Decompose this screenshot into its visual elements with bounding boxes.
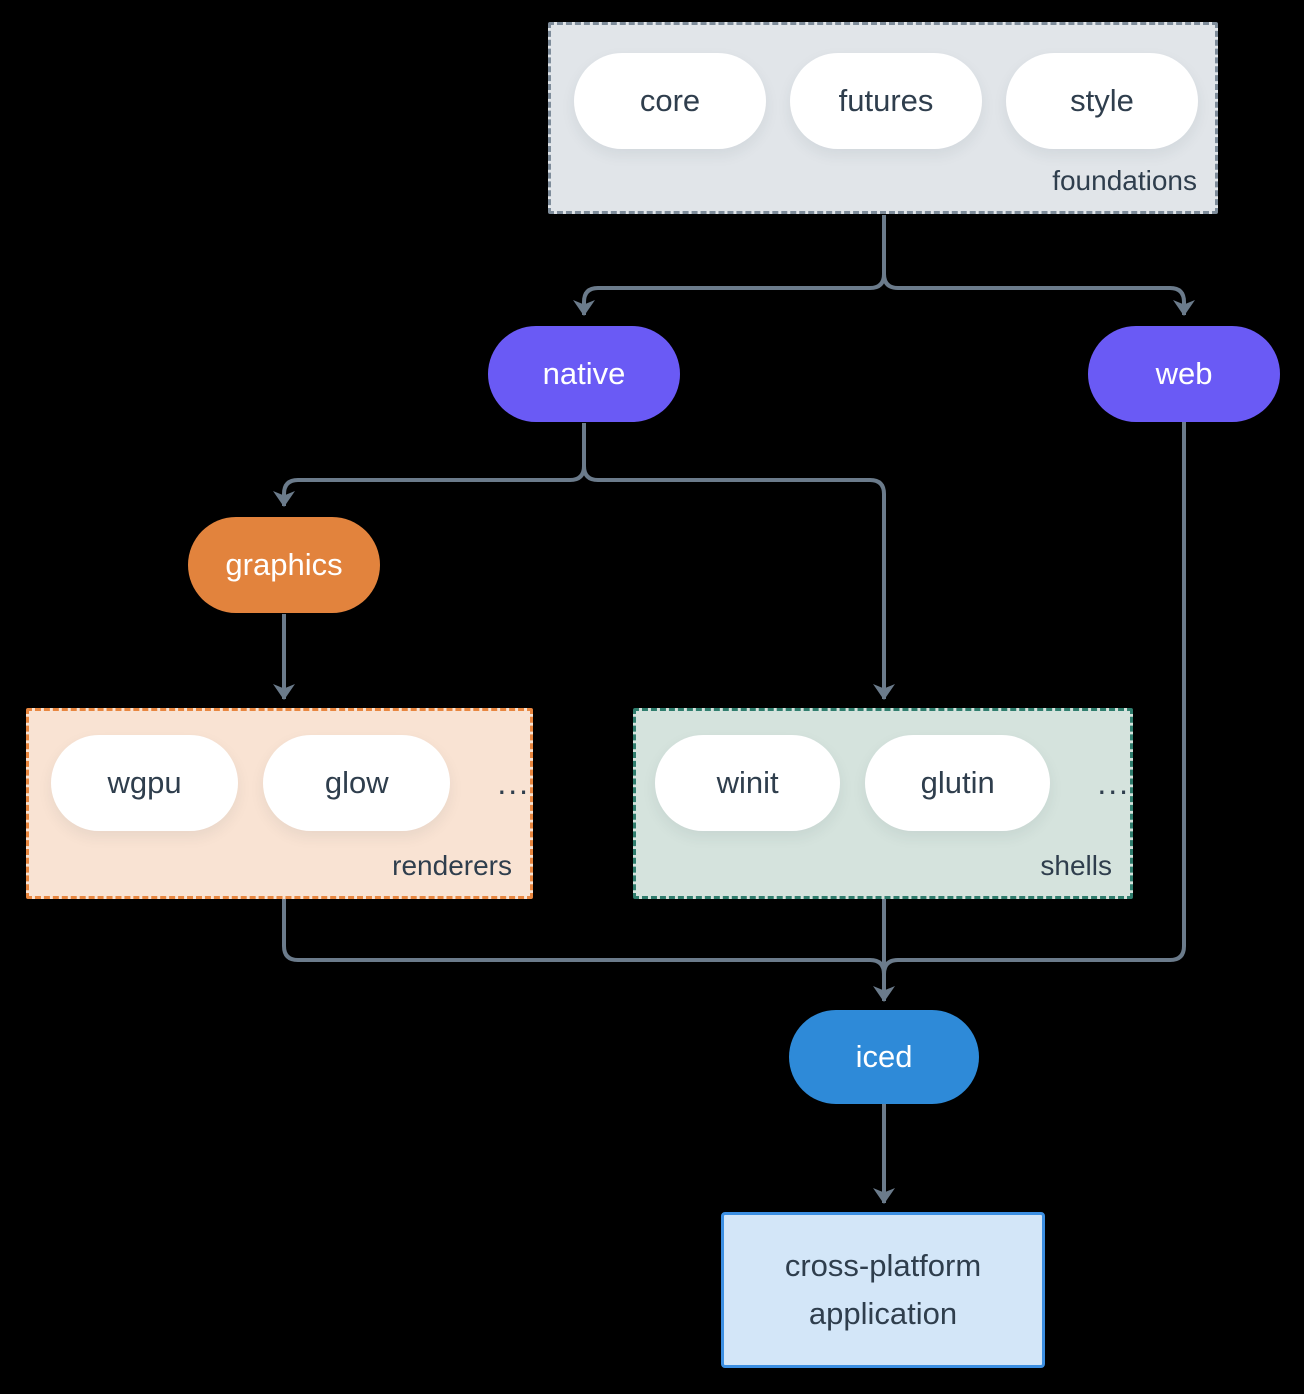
shells-group-box: winit glutin ... shells (633, 708, 1133, 899)
pill-wgpu: wgpu (51, 735, 239, 831)
arrow-foundations-to-web (882, 215, 1195, 316)
node-graphics: graphics (188, 517, 380, 613)
renderers-pill-row: wgpu glow ... (29, 711, 530, 831)
shells-label: shells (1040, 850, 1112, 881)
arrow-native-to-graphics (273, 423, 586, 507)
pill-winit: winit (655, 735, 841, 831)
renderers-ellipsis: ... (497, 764, 530, 801)
application-label-line2: application (808, 1296, 958, 1331)
pill-futures: futures (790, 53, 982, 149)
arrow-foundations-to-native (573, 215, 886, 316)
pill-style: style (1006, 53, 1198, 149)
cross-platform-application-box: cross-platform application (721, 1212, 1045, 1368)
foundations-group-box: core futures style foundations (548, 22, 1218, 214)
renderers-label: renderers (392, 850, 512, 881)
shells-pill-row: winit glutin ... (636, 711, 1130, 831)
arrow-native-to-shells (582, 423, 895, 700)
node-web: web (1088, 326, 1280, 422)
pill-core: core (574, 53, 766, 149)
application-label-line1: cross-platform (784, 1248, 982, 1283)
shells-ellipsis: ... (1097, 764, 1130, 801)
foundations-label: foundations (1052, 165, 1197, 196)
node-native: native (488, 326, 680, 422)
foundations-pill-row: core futures style (551, 25, 1215, 149)
pill-glow: glow (263, 735, 451, 831)
arrow-renderers-to-iced (282, 899, 886, 975)
renderers-group-box: wgpu glow ... renderers (26, 708, 533, 899)
pill-glutin: glutin (865, 735, 1051, 831)
node-iced: iced (789, 1010, 979, 1104)
